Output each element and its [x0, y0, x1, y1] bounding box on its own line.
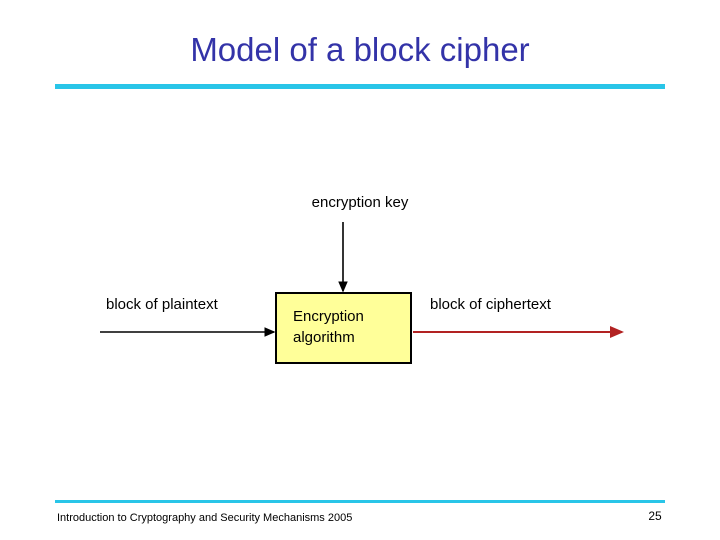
page-number: 25	[648, 509, 662, 523]
title-divider	[55, 84, 665, 89]
encryption-algorithm-box: Encryption algorithm	[275, 292, 412, 364]
ciphertext-label: block of ciphertext	[430, 296, 551, 313]
footer-divider	[55, 500, 665, 503]
encryption-algorithm-label: Encryption algorithm	[293, 308, 364, 346]
plaintext-label: block of plaintext	[106, 296, 218, 313]
page-title: Model of a block cipher	[190, 31, 530, 68]
encryption-key-label: encryption key	[311, 194, 409, 211]
footer-text: Introduction to Cryptography and Securit…	[57, 512, 353, 524]
